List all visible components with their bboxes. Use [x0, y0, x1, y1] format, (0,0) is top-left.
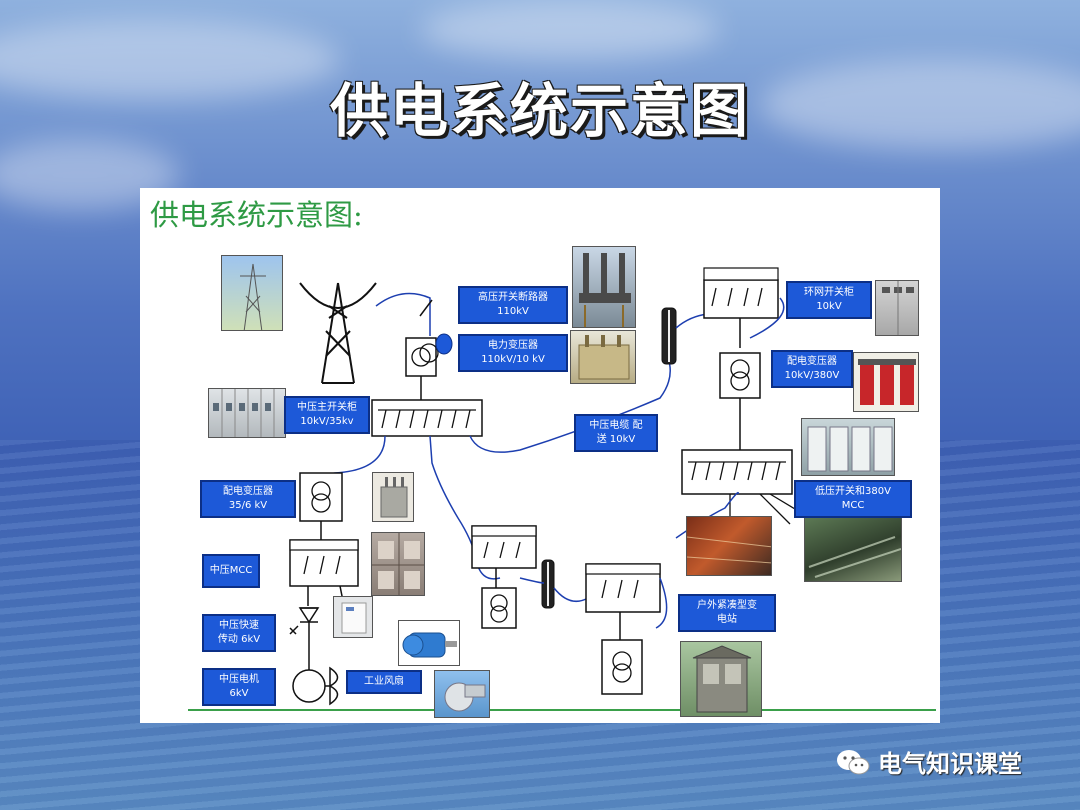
ring-main-label-line1: 环网开关柜 — [804, 287, 854, 298]
mv-switchgear-photo — [208, 388, 286, 438]
panel-heading: 供电系统示意图: — [150, 198, 363, 232]
dist-transformer-photo — [853, 352, 919, 412]
mv-cable-label-line1: 中压电缆 配 — [589, 420, 643, 431]
watermark: 电气知识课堂 — [836, 744, 1022, 779]
slide-title: 供电系统示意图 — [329, 77, 750, 145]
pylon-photo — [221, 255, 283, 331]
hv-breaker-photo — [572, 246, 636, 328]
mv-main-switchgear-label-line1: 中压主开关柜 — [297, 402, 357, 413]
mv-motor-label: 中压电机 6kV — [202, 668, 276, 706]
industrial-fan-label: 工业风扇 — [346, 670, 422, 694]
lv-switchgear-mcc-label-line1: 低压开关和380V — [815, 486, 891, 497]
drive-photo — [333, 596, 373, 638]
transmission-tower-icon — [299, 282, 377, 384]
power-transformer-label-line1: 电力变压器 — [488, 340, 538, 351]
mv-main-switchgear-label-line2: 10kV/35kv — [300, 416, 354, 427]
power-transformer-label: 电力变压器 110kV/10 kV — [458, 334, 568, 372]
dist-transformer-35kv-photo — [372, 472, 414, 522]
breaker-indicator-icon — [435, 333, 453, 355]
outdoor-transformer-symbol — [601, 639, 643, 695]
watermark-text: 电气知识课堂 — [878, 750, 1022, 778]
ring-main-photo — [875, 280, 919, 336]
lv-switchgear-mcc-label-line2: MCC — [841, 500, 865, 511]
dist-transformer-35kv-symbol — [299, 472, 343, 522]
outdoor-substation-label: 户外紧凑型变 电站 — [678, 594, 776, 632]
dist-transformer-35kv-label-line2: 35/6 kV — [228, 500, 268, 511]
mv-cable-label: 中压电缆 配 送 10kV — [574, 414, 658, 452]
thyristor-drive-icon — [289, 607, 320, 670]
motor-photo — [398, 620, 460, 666]
fan-icon — [325, 666, 339, 706]
power-transformer-label-line2: 110kV/10 kV — [481, 354, 545, 365]
ring-main-label-line2: 10kV — [816, 301, 842, 312]
dist-transformer-10kv-label: 配电变压器 10kV/380V — [771, 350, 853, 388]
mv-cable-label-line2: 送 10kV — [596, 434, 636, 445]
mv-motor-label-line1: 中压电机 — [219, 674, 259, 685]
lv-switchgear-symbol — [681, 449, 793, 495]
wechat-icon — [837, 749, 870, 774]
mv-fast-drive-label-line2: 传动 6kV — [217, 634, 261, 645]
mv-mcc-label: 中压MCC — [202, 554, 260, 588]
mv-fast-drive-label: 中压快速 传动 6kV — [202, 614, 276, 652]
mv-motor-label-line2: 6kV — [229, 688, 249, 699]
hv-breaker-label-line1: 高压开关断路器 — [478, 292, 548, 303]
industrial-fan-label-line1: 工业风扇 — [364, 676, 404, 687]
ring-main-symbol — [703, 279, 779, 319]
mv-fast-drive-label-line1: 中压快速 — [219, 620, 259, 631]
mv-mcc-photo — [371, 532, 425, 596]
hv-line — [375, 292, 431, 336]
dist-transformer-35kv-label-line1: 配电变压器 — [223, 486, 273, 497]
outdoor-substation-photo — [680, 641, 762, 717]
factory-photo-1 — [686, 516, 772, 576]
power-transformer-photo — [570, 330, 636, 384]
mv-main-switchgear-label: 中压主开关柜 10kV/35kv — [284, 396, 370, 434]
factory-photo-2 — [804, 516, 902, 582]
motor-icon — [292, 669, 326, 703]
fan-photo — [434, 670, 490, 718]
lv-switchgear-mcc-label: 低压开关和380V MCC — [794, 480, 912, 518]
hv-breaker-label: 高压开关断路器 110kV — [458, 286, 568, 324]
ring-main-label: 环网开关柜 10kV — [786, 281, 872, 319]
dist-transformer-10kv-label-line2: 10kV/380V — [784, 370, 840, 381]
dist-transformer-35kv-label: 配电变压器 35/6 kV — [200, 480, 296, 518]
mv-mcc-label-line1: 中压MCC — [209, 565, 253, 576]
lv-switchgear-photo — [801, 418, 895, 476]
mv-switchgear-symbol — [371, 399, 483, 437]
power-supply-diagram — [188, 267, 936, 711]
diagram-panel: 供电系统示意图: — [140, 188, 940, 723]
dist-transformer-10kv-label-line1: 配电变压器 — [787, 356, 837, 367]
hv-breaker-label-line2: 110kV — [497, 306, 529, 317]
outdoor-substation-label-line1: 户外紧凑型变 — [697, 600, 757, 611]
outdoor-substation-label-line2: 电站 — [717, 614, 737, 625]
